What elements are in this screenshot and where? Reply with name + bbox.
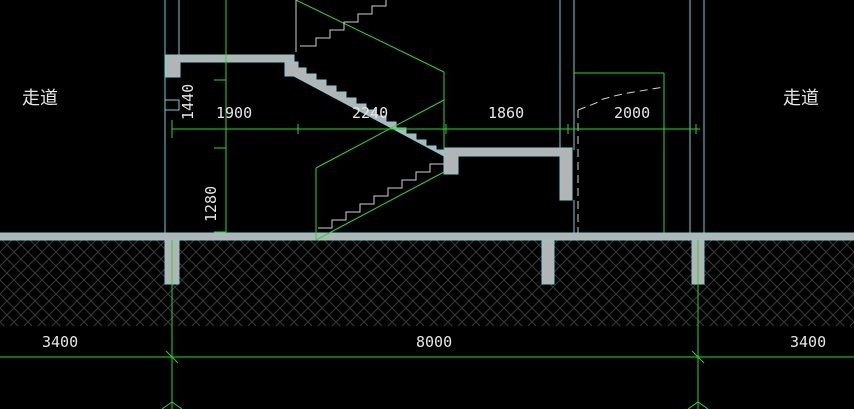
vertical-dimension-ticks bbox=[214, 79, 226, 233]
background-stair-treads bbox=[295, 0, 665, 233]
ground-slab bbox=[0, 233, 854, 240]
stair-dim-1: 1900 bbox=[216, 104, 252, 122]
stair-dimension-line bbox=[171, 120, 700, 138]
bottom-dim-right: 3400 bbox=[790, 333, 826, 351]
ground-hatch bbox=[0, 240, 854, 326]
corridor-label-right: 走道 bbox=[783, 88, 819, 109]
axis-dimension-line bbox=[0, 240, 854, 409]
stair-flight-section bbox=[284, 61, 447, 158]
footing-middle bbox=[541, 239, 555, 285]
vertical-dim-lower: 1280 bbox=[202, 186, 220, 222]
stair-dim-3: 1860 bbox=[488, 104, 524, 122]
lower-landing-slab bbox=[443, 147, 573, 201]
stair-dim-2: 2240 bbox=[352, 104, 388, 122]
corridor-label-left: 走道 bbox=[22, 88, 58, 109]
background-stair-elevation bbox=[225, 0, 665, 241]
bottom-dim-left: 3400 bbox=[42, 333, 78, 351]
vertical-dim-upper: 1440 bbox=[179, 84, 197, 120]
bottom-dim-middle: 8000 bbox=[416, 333, 452, 351]
upper-landing-slab bbox=[165, 54, 295, 78]
left-wall-stub bbox=[164, 99, 180, 111]
stair-dim-4: 2000 bbox=[614, 104, 650, 122]
